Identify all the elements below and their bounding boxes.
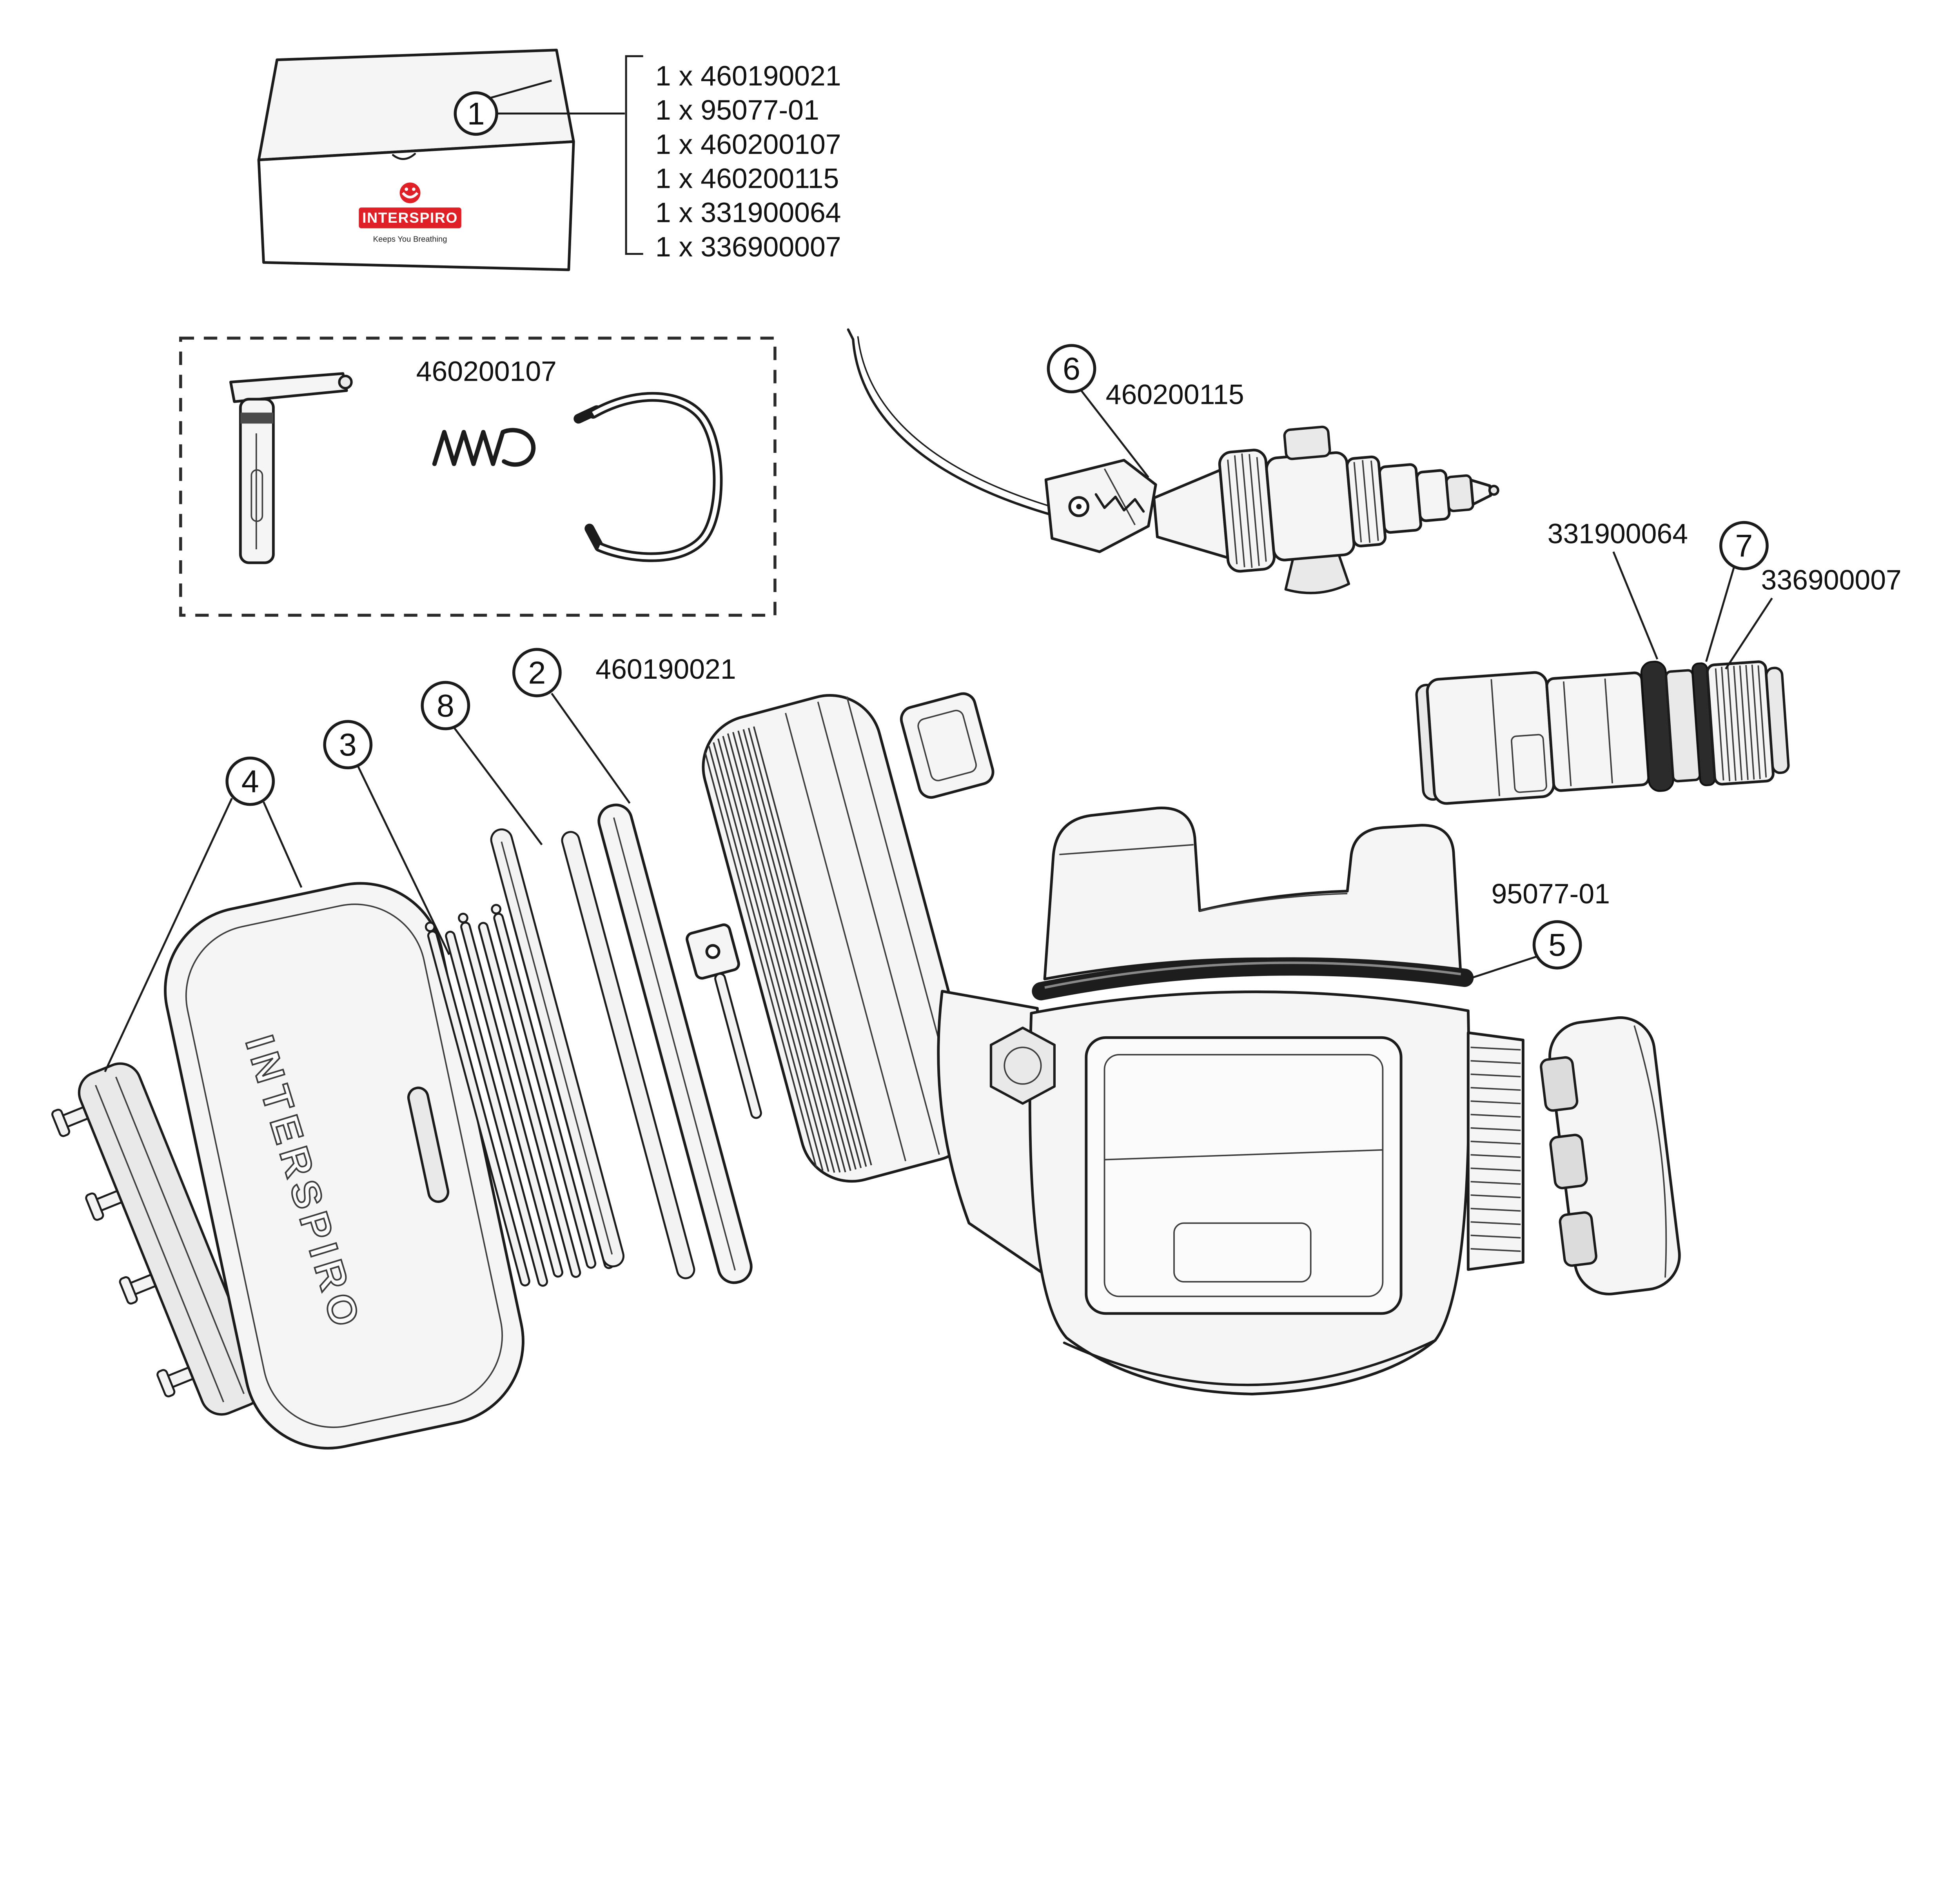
retaining-clip — [573, 392, 723, 562]
callout-2-number: 2 — [528, 655, 546, 690]
adapter-threads — [1706, 660, 1775, 786]
valve-assembly — [847, 328, 1499, 594]
callout-6-number: 6 — [1063, 351, 1080, 387]
label-small-parts-kit: 460200107 — [416, 356, 557, 387]
interspiro-logo: INTERSPIRO Keeps You Breathing — [359, 182, 461, 243]
callout-4-number: 4 — [241, 764, 259, 799]
callout-7: 7 — [1705, 521, 1769, 662]
callout-5: 5 — [1471, 920, 1582, 979]
gasket-ring — [490, 828, 624, 1268]
label-oring-housing: 95077-01 — [1491, 878, 1610, 910]
mask-icon — [399, 182, 421, 203]
packaging-box: INTERSPIRO Keeps You Breathing — [257, 49, 575, 271]
housing-body — [937, 807, 1524, 1395]
adapter-part — [1415, 660, 1790, 805]
contents-item: 1 x 95077-01 — [655, 94, 819, 126]
box-contents-list: 1 x 460190021 1 x 95077-01 1 x 460200107… — [655, 60, 841, 263]
valve-lever-bracket — [1044, 459, 1157, 553]
oring-95077 — [1032, 957, 1474, 1001]
callout-8-number: 8 — [437, 689, 454, 724]
callout-1-number: 1 — [467, 96, 485, 132]
pin-tool — [229, 372, 353, 564]
label-oring-adapter: 331900064 — [1548, 518, 1688, 549]
clamp-studs — [51, 1106, 196, 1397]
spring — [432, 428, 536, 467]
callout-3: 3 — [323, 720, 450, 955]
hex-fitting — [989, 1026, 1056, 1105]
bellows-part — [702, 692, 995, 1183]
brand-name: INTERSPIRO — [362, 209, 458, 226]
label-adapter: 336900007 — [1761, 565, 1902, 596]
diaphragm-latch — [686, 923, 762, 1119]
callout-1: 1 — [454, 80, 625, 136]
contents-item: 1 x 460200107 — [655, 129, 841, 160]
callout-5-number: 5 — [1548, 928, 1566, 963]
label-valve-assembly: 460200115 — [1106, 379, 1244, 411]
callout-6: 6 — [1047, 344, 1149, 478]
valve-lever-wire — [847, 328, 1060, 518]
brand-tagline: Keeps You Breathing — [373, 235, 447, 243]
contents-item: 1 x 460190021 — [655, 60, 841, 92]
membrane-stack — [425, 904, 614, 1287]
label-diaphragm: 460190021 — [595, 654, 736, 685]
cover-part: INTERSPIRO — [164, 882, 524, 1450]
small-parts-kit: 460200107 — [179, 336, 777, 617]
parts-diagram: INTERSPIRO Keeps You Breathing 1 1 x 460… — [51, 49, 1902, 1450]
diaphragm-assembly — [561, 803, 762, 1284]
contents-item: 1 x 331900064 — [655, 197, 841, 229]
contents-item: 1 x 460200115 — [655, 163, 839, 194]
callout-7-number: 7 — [1735, 529, 1753, 564]
contents-item: 1 x 336900007 — [655, 231, 841, 263]
callout-8: 8 — [421, 681, 543, 845]
contents-bracket — [625, 55, 643, 255]
callout-2: 2 — [512, 648, 631, 804]
threaded-boss — [1466, 1031, 1524, 1271]
clamp-part — [51, 1062, 264, 1416]
callout-4: 4 — [104, 756, 303, 1072]
valve-body — [1152, 425, 1499, 594]
bellows-bracket — [900, 692, 995, 799]
cap-nut — [1540, 1016, 1681, 1295]
callout-3-number: 3 — [339, 727, 357, 763]
